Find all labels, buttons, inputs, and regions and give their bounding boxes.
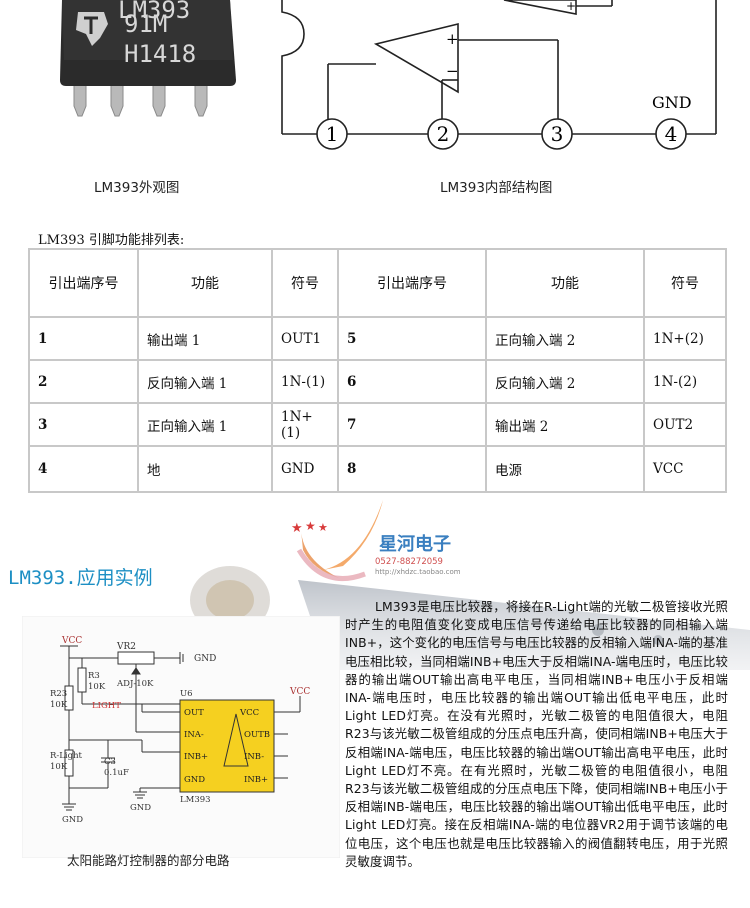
r23-label: R23 [50,689,67,699]
table-row: 2 反向输入端 1 1N-(1) 6 反向输入端 2 1N-(2) [28,359,727,404]
r23-value: 10K [50,700,68,710]
table-cell: 电源 [485,445,645,493]
table-cell: OUT1 [271,316,339,361]
plus-sign-top: + [566,0,576,13]
table-cell: 1 [28,316,139,361]
chip-marking-1: LM393 [118,0,190,24]
pin-3-label: 3 [551,122,564,146]
table-cell: OUT2 [643,402,727,447]
table-cell: 3 [28,402,139,447]
plus-sign: + [446,30,459,48]
table-title: LM393 引脚功能排列表: [38,233,185,248]
svg-text:★: ★ [291,521,303,536]
svg-text:★: ★ [318,521,328,534]
gnd-bottom-label: GND [62,815,83,825]
pin-gnd: GND [184,775,205,785]
table-cell: 正向输入端 1 [137,402,273,447]
table-cell: 5 [337,316,487,361]
gnd-label: GND [652,93,692,112]
table-cell: 8 [337,445,487,493]
table-cell: 反向输入端 2 [485,359,645,404]
pin-inbp2: INB+ [244,775,268,785]
vcc-right-label: VCC [289,687,310,697]
rlight-label: R-Light [50,751,83,761]
pin-outb: OUTB [244,730,270,740]
table-cell: GND [271,445,339,493]
lm393-ic [179,699,275,793]
logo-name: 星河电子 [379,533,451,555]
vcc-label: VCC [61,636,82,646]
table-cell: 7 [337,402,487,447]
table-cell: 反向输入端 1 [137,359,273,404]
table-cell: 1N-(2) [643,359,727,404]
table-header-row: 引出端序号 功能 符号 引出端序号 功能 符号 [28,248,727,318]
table-cell: 正向输入端 2 [485,316,645,361]
description-paragraph: LM393是电压比较器，将接在R-Light端的光敏二极管接收光照时产生的电阻值… [345,599,728,869]
chip-photo: LM393 91M H1418 [0,0,284,160]
chip-marking-2: 91M [124,10,167,38]
table-row: 1 输出端 1 OUT1 5 正向输入端 2 1N+(2) [28,316,727,361]
header-cell: 引出端序号 [337,248,487,318]
circuit-diagram: VCC VR2 ADJ-10K GND R3 10K R23 10K LIGHT… [22,616,340,858]
gnd-top-label: GND [194,654,216,664]
table-row: 3 正向输入端 1 1N+(1) 7 输出端 2 OUT2 [28,402,727,447]
table-cell: 输出端 2 [485,402,645,447]
header-cell: 功能 [485,248,645,318]
circuit-caption: 太阳能路灯控制器的部分电路 [67,853,230,868]
pin-ina: INA- [184,730,204,740]
pin-2-label: 2 [437,122,450,146]
c3-label: C3 [104,757,116,767]
table-cell: 1N-(1) [271,359,339,404]
pin-inbm: INB- [244,752,264,762]
table-cell: 地 [137,445,273,493]
table-cell: 4 [28,445,139,493]
gnd-mid-label: GND [130,803,151,813]
header-cell: 符号 [643,248,727,318]
section-heading: LM393.应用实例 [8,567,153,589]
header-cell: 引出端序号 [28,248,139,318]
svg-text:★: ★ [305,519,316,533]
table-cell: VCC [643,445,727,493]
logo-phone: 0527-88272059 [375,557,443,567]
ti-logo-icon [76,12,108,46]
table-cell: 2 [28,359,139,404]
c3-value: 0.1uF [104,768,129,778]
chip-caption: LM393外观图 [94,180,180,196]
light-label: LIGHT [92,701,121,711]
pin-out: OUT [184,708,204,718]
pin-4-label: 4 [665,122,678,146]
pin-inbp: INB+ [184,752,208,762]
r3-label: R3 [88,671,100,681]
header-cell: 符号 [271,248,339,318]
chip-marking-3: H1418 [124,40,196,68]
logo-url: http://xhdzc.taobao.com [375,568,461,576]
minus-sign: − [446,62,459,80]
table-cell: 输出端 1 [137,316,273,361]
header-cell: 功能 [137,248,273,318]
star-icon: ★ ★ ★ [291,519,328,536]
vr2-label: VR2 [116,642,136,652]
table-cell: 1N+(1) [271,402,339,447]
table-cell: 6 [337,359,487,404]
xinghe-logo: ★ ★ ★ 星河电子 0527-88272059 http://xhdzc.ta… [291,500,461,582]
internal-caption: LM393内部结构图 [440,180,553,196]
pin-circle [316,118,348,150]
ic-name-label: LM393 [180,795,211,805]
adj-label: ADJ-10K [116,679,154,689]
u6-label: U6 [180,689,193,699]
table-cell: 1N+(2) [643,316,727,361]
pin-1-label: 1 [326,122,339,146]
table-row: 4 地 GND 8 电源 VCC [28,445,727,493]
pin-vcc: VCC [239,708,259,718]
internal-structure-diagram: + − + GND 1 2 3 4 [281,0,717,150]
pin-function-table: 引出端序号 功能 符号 引出端序号 功能 符号 1 输出端 1 OUT1 5 正… [28,248,727,493]
rlight-value: 10K [50,762,68,772]
r3-value: 10K [88,682,106,692]
